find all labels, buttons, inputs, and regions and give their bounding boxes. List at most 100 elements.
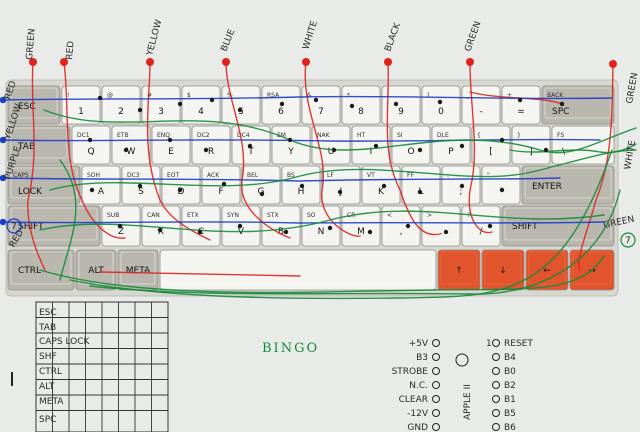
key-row4-9: >. — [421, 205, 461, 247]
pin-left-circle — [432, 423, 440, 431]
key-main-label: TAB — [17, 142, 35, 152]
grid-label-ctrl: CTRL — [39, 367, 62, 377]
key-main-label: → — [588, 266, 596, 276]
key-sub-label: # — [147, 92, 152, 99]
key-sub-label: ETX — [187, 212, 199, 219]
circled-seven-left: 7 — [6, 218, 22, 234]
solder-joint — [499, 137, 505, 143]
solder-joint — [559, 101, 565, 107]
key-row2-8: HTI — [351, 125, 391, 165]
key-row2-6: EMY — [271, 125, 311, 165]
solder-joint — [177, 187, 183, 193]
pin-one-marker: 1 — [486, 339, 492, 349]
key-main-label: 5 — [238, 107, 244, 117]
solder-joint — [87, 137, 93, 143]
key-main-label: CTRL — [18, 266, 41, 276]
bingo-note: BINGO — [262, 341, 319, 356]
solder-joint — [349, 103, 355, 109]
svg-text:7: 7 — [625, 236, 631, 246]
grid-label-tab: TAB — [38, 323, 56, 333]
key-sub-label: _ — [466, 92, 471, 99]
solder-joint — [237, 223, 243, 229]
solder-joint — [299, 183, 305, 189]
pin-left-circle — [432, 353, 440, 361]
wire-terminal — [0, 174, 7, 182]
pin-right-circle — [492, 395, 500, 403]
solder-joint — [373, 143, 379, 149]
key-row2-0: TAB — [7, 125, 71, 165]
solder-joint — [487, 223, 493, 229]
key-row5-3 — [159, 249, 437, 291]
key-main-label: ↑ — [455, 266, 463, 276]
solder-joint — [259, 191, 265, 197]
wire-trace — [43, 109, 637, 154]
key-row1-10: )0 — [421, 85, 461, 125]
solder-joint — [283, 229, 289, 235]
grid-label-caps: CAPS LOCK — [39, 337, 91, 347]
key-main-label: ALT — [88, 266, 104, 276]
key-sub-label: BEL — [247, 172, 259, 179]
key-row4-6: SON — [301, 205, 341, 247]
key-sub-label: ) — [427, 92, 429, 99]
wire-trace — [146, 61, 211, 241]
key-row5-5: ↓ — [481, 249, 525, 291]
key-sub-label: BS — [287, 172, 295, 179]
key-row2-9: SIO — [391, 125, 431, 165]
pin-left-circle — [432, 367, 440, 375]
solder-joint — [117, 223, 123, 229]
solder-joint — [247, 143, 253, 149]
key-sub-label: LF — [327, 172, 334, 179]
pin-right-circle — [492, 353, 500, 361]
key-main-label: T — [247, 147, 254, 157]
key-sub-label: RSA — [267, 92, 280, 99]
key-main-label: 9 — [398, 107, 404, 117]
wire-end-dot — [609, 60, 617, 68]
pin-right-circle — [492, 339, 500, 347]
solder-joint — [443, 229, 449, 235]
solder-joint — [367, 229, 373, 235]
solder-joint — [209, 97, 215, 103]
key-main-label: S — [138, 187, 144, 197]
solder-joint — [417, 147, 423, 153]
solder-joint — [405, 223, 411, 229]
pin-left-b3: B3 — [416, 353, 428, 363]
key-sub-label: SOH — [87, 172, 100, 179]
key-main-label: Y — [287, 147, 294, 157]
key-main-label: B — [278, 227, 284, 237]
wire-end-dot — [222, 58, 230, 66]
pin-left-circle — [432, 409, 440, 417]
key-sub-label: CAPS — [13, 172, 29, 179]
pin-left-nc: N.C. — [409, 381, 428, 391]
key-main-label: , — [400, 227, 403, 237]
solder-joint — [237, 107, 243, 113]
solder-joint — [331, 147, 337, 153]
key-main-label: ESC — [18, 102, 36, 112]
key-main-label: ← — [543, 266, 551, 276]
key-main-label: M — [357, 227, 365, 237]
solder-joint — [337, 189, 343, 195]
grid-label-shf: SHF — [39, 352, 57, 362]
key-main-label: R — [208, 147, 214, 157]
pin-right-reset: RESET — [504, 339, 533, 349]
key-sub-label: ? — [467, 212, 470, 219]
solder-joint — [459, 143, 465, 149]
solder-joint — [89, 187, 95, 193]
wire-trace — [39, 210, 605, 233]
key-main-label: E — [168, 147, 174, 157]
key-main-label: - — [479, 107, 482, 117]
key-sub-label: SO — [307, 212, 316, 219]
pin-right-circle — [492, 423, 500, 431]
pin-right-b0: B0 — [504, 367, 516, 377]
wire-trace — [1, 95, 613, 101]
key-main-label: F — [218, 187, 223, 197]
key-sub-label: ! — [67, 92, 69, 99]
wire-end-dot — [302, 58, 310, 66]
wire-trace — [578, 63, 614, 271]
